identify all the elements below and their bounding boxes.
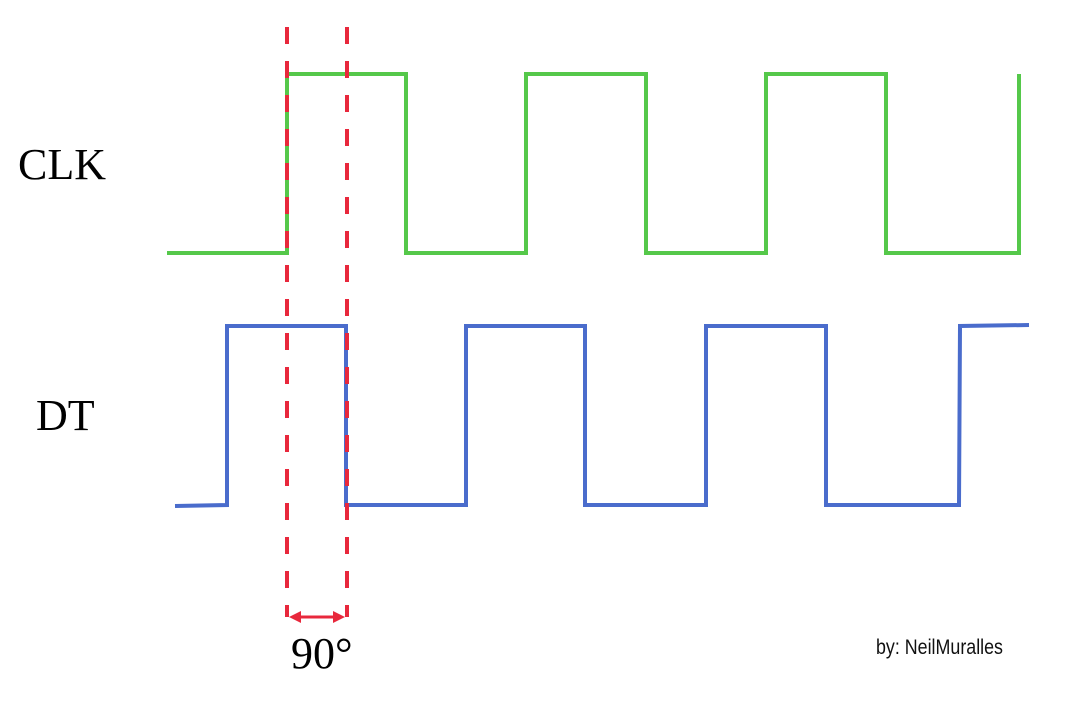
dt-label: DT [36, 391, 95, 440]
clk-label: CLK [18, 140, 106, 189]
phase-label: 90° [291, 629, 353, 678]
clk-waveform [167, 72, 1021, 255]
phase-arrow-icon [289, 611, 345, 623]
dt-waveform [174, 323, 1030, 508]
credit-text: by: NeilMuralles [876, 636, 1003, 659]
